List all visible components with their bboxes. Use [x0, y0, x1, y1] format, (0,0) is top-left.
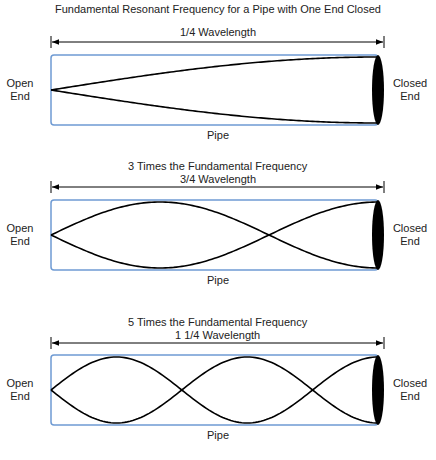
wave-envelope [51, 357, 378, 423]
dimension-line [52, 343, 383, 344]
dimension-tick [51, 337, 52, 349]
pipe-body [51, 200, 378, 270]
wave-envelope [51, 357, 378, 423]
wave-envelope [51, 202, 378, 268]
pipe-body [51, 55, 378, 125]
dimension-line [52, 42, 383, 43]
dimension-tick [51, 181, 52, 193]
panel-heading: 3 Times the Fundamental Frequency [128, 160, 307, 173]
wave-envelope [51, 57, 378, 90]
dimension-tick [384, 181, 385, 193]
end-label: Closed End [390, 377, 430, 403]
closed-end-cap [372, 200, 384, 270]
end-label: Closed End [390, 77, 430, 103]
wave-envelope [51, 90, 378, 123]
pipe-body [51, 355, 378, 425]
end-label: Open End [2, 77, 38, 103]
end-label: Open End [2, 377, 38, 403]
dimension-tick [51, 36, 52, 48]
wave-envelope [51, 202, 378, 268]
closed-end-cap [372, 55, 384, 125]
pipe-label: Pipe [207, 129, 229, 142]
end-label: Closed End [390, 222, 430, 248]
closed-end-cap [372, 355, 384, 425]
dimension-tick [384, 36, 385, 48]
panel-heading: 5 Times the Fundamental Frequency [128, 316, 307, 329]
dimension-tick [384, 337, 385, 349]
diagram-title: Fundamental Resonant Frequency for a Pip… [55, 3, 381, 16]
dimension-label: 3/4 Wavelength [180, 173, 256, 186]
dimension-label: 1/4 Wavelength [180, 26, 256, 39]
pipe-label: Pipe [207, 429, 229, 442]
pipe-label: Pipe [207, 274, 229, 287]
dimension-label: 1 1/4 Wavelength [175, 329, 260, 342]
dimension-line [52, 187, 383, 188]
end-label: Open End [2, 222, 38, 248]
